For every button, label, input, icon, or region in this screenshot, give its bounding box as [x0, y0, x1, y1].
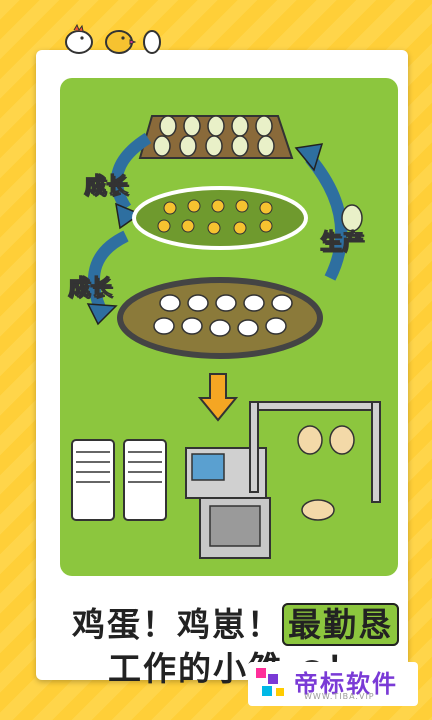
- grow-label-bottom: 成长: [67, 276, 113, 302]
- yellow-chick-icon: [105, 30, 137, 54]
- watermark-subtitle: WWW.TIBA.VIP: [304, 692, 375, 701]
- produced-egg-icon: [341, 204, 363, 232]
- egg-tray: [138, 115, 294, 159]
- production-cycle-illustration: [71, 115, 381, 559]
- chick-pen: [132, 186, 308, 250]
- processing-machine: [185, 447, 271, 559]
- top-icon-row: [65, 23, 161, 54]
- watermark-logo: 帝标软件 WWW.TIBA.VIP: [248, 662, 418, 706]
- cycle-arrows: [87, 132, 348, 311]
- logo-mark-icon: [256, 668, 284, 696]
- grow-label-top: 成长: [83, 174, 129, 200]
- produce-label: 生产: [319, 230, 365, 256]
- headline-line-1: 鸡蛋！鸡崽！最勤恳: [72, 598, 399, 646]
- headline-highlight: 最勤恳: [282, 603, 399, 646]
- watermark-title: 帝标软件: [294, 670, 398, 698]
- chick-icon: [65, 23, 93, 54]
- down-arrow-icon: [197, 373, 239, 422]
- headline-part-1: 鸡蛋！鸡崽！: [72, 605, 282, 644]
- hanging-rail: [249, 401, 381, 503]
- egg-icon: [143, 30, 161, 54]
- illustration-panel: 成长 成长 生产: [60, 78, 398, 576]
- crate-stacks: [71, 439, 167, 521]
- hen-pen: [117, 277, 323, 359]
